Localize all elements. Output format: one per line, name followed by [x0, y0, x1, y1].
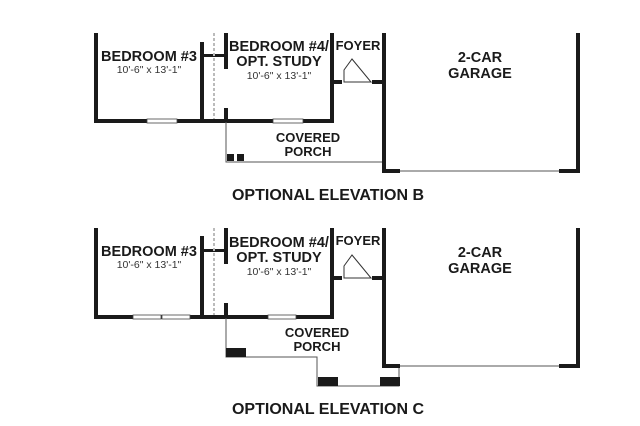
bedroom4-right-wall [330, 228, 334, 318]
garage-bottom-left [382, 169, 400, 173]
porch-post [227, 154, 234, 161]
bedroom-bottom-wall [94, 315, 334, 319]
foyer-garage-wall-stub [372, 80, 384, 84]
garage-right-wall [576, 33, 580, 173]
elevation-c-caption: OPTIONAL ELEVATION C [232, 401, 424, 418]
porch-post [380, 377, 400, 386]
foyer-door-swing-icon [343, 58, 373, 83]
foyer-garage-wall-stub [372, 276, 384, 280]
garage-label-line1: 2-CAR [458, 50, 503, 66]
foyer-stub-wall [330, 80, 342, 84]
porch-label-line1: COVERED [276, 130, 340, 145]
foyer-stub-wall [330, 276, 342, 280]
bedroom4-dims: 10'-6" x 13'-1" [247, 70, 312, 82]
plan-elevation-b: BEDROOM #3 10'-6" x 13'-1" BEDROOM #4/ O… [94, 33, 580, 204]
garage-left-wall [382, 228, 386, 368]
bedroom4-right-wall [330, 33, 334, 123]
bedroom3-dims: 10'-6" x 13'-1" [117, 259, 182, 271]
bedroom3-dims: 10'-6" x 13'-1" [117, 64, 182, 76]
porch-post [237, 154, 244, 161]
bedroom3-label: BEDROOM #3 [101, 49, 197, 65]
porch-label-line2: PORCH [285, 144, 332, 159]
garage-label-line1: 2-CAR [458, 245, 503, 261]
bedroom4-left-wall-upper [224, 33, 228, 69]
bedroom-bottom-wall [94, 119, 334, 123]
bedroom3-right-wall [200, 236, 204, 318]
foyer-label: FOYER [336, 233, 381, 248]
bedroom3-left-wall [94, 33, 98, 123]
bedroom3-window [161, 314, 191, 320]
garage-bottom-right [559, 169, 579, 173]
garage-label-line2: GARAGE [448, 66, 512, 82]
bedroom4-left-wall-lower [224, 303, 228, 317]
bedroom4-left-wall-upper [224, 228, 228, 264]
porch-post [226, 348, 246, 357]
bedroom4-label-line1: BEDROOM #4/ [229, 235, 329, 251]
bedroom4-label-line2: OPT. STUDY [236, 250, 322, 266]
porch-post [318, 377, 338, 386]
bedroom3-window [132, 314, 162, 320]
garage-left-wall [382, 33, 386, 173]
garage-right-wall [576, 228, 580, 368]
garage-bottom-left [382, 364, 400, 368]
bedroom4-window [267, 314, 297, 320]
porch-label-line1: COVERED [285, 325, 349, 340]
bedroom4-window [272, 118, 304, 124]
bedroom4-label-line2: OPT. STUDY [236, 54, 322, 70]
garage-label-line2: GARAGE [448, 261, 512, 277]
porch-outline [225, 122, 382, 163]
bedroom4-left-wall-lower [224, 108, 228, 122]
elevation-b-caption: OPTIONAL ELEVATION B [232, 187, 424, 204]
bedroom4-label-line1: BEDROOM #4/ [229, 39, 329, 55]
bedroom4-dims: 10'-6" x 13'-1" [247, 266, 312, 278]
garage-bottom-right [559, 364, 579, 368]
bedroom3-right-wall [200, 42, 204, 122]
foyer-label: FOYER [336, 38, 381, 53]
foyer-door-swing-icon [343, 254, 373, 279]
bedroom3-window [146, 118, 178, 124]
bedroom3-left-wall [94, 228, 98, 318]
plan-elevation-c: BEDROOM #3 10'-6" x 13'-1" BEDROOM #4/ O… [94, 228, 580, 418]
bedroom3-label: BEDROOM #3 [101, 244, 197, 260]
porch-label-line2: PORCH [294, 339, 341, 354]
